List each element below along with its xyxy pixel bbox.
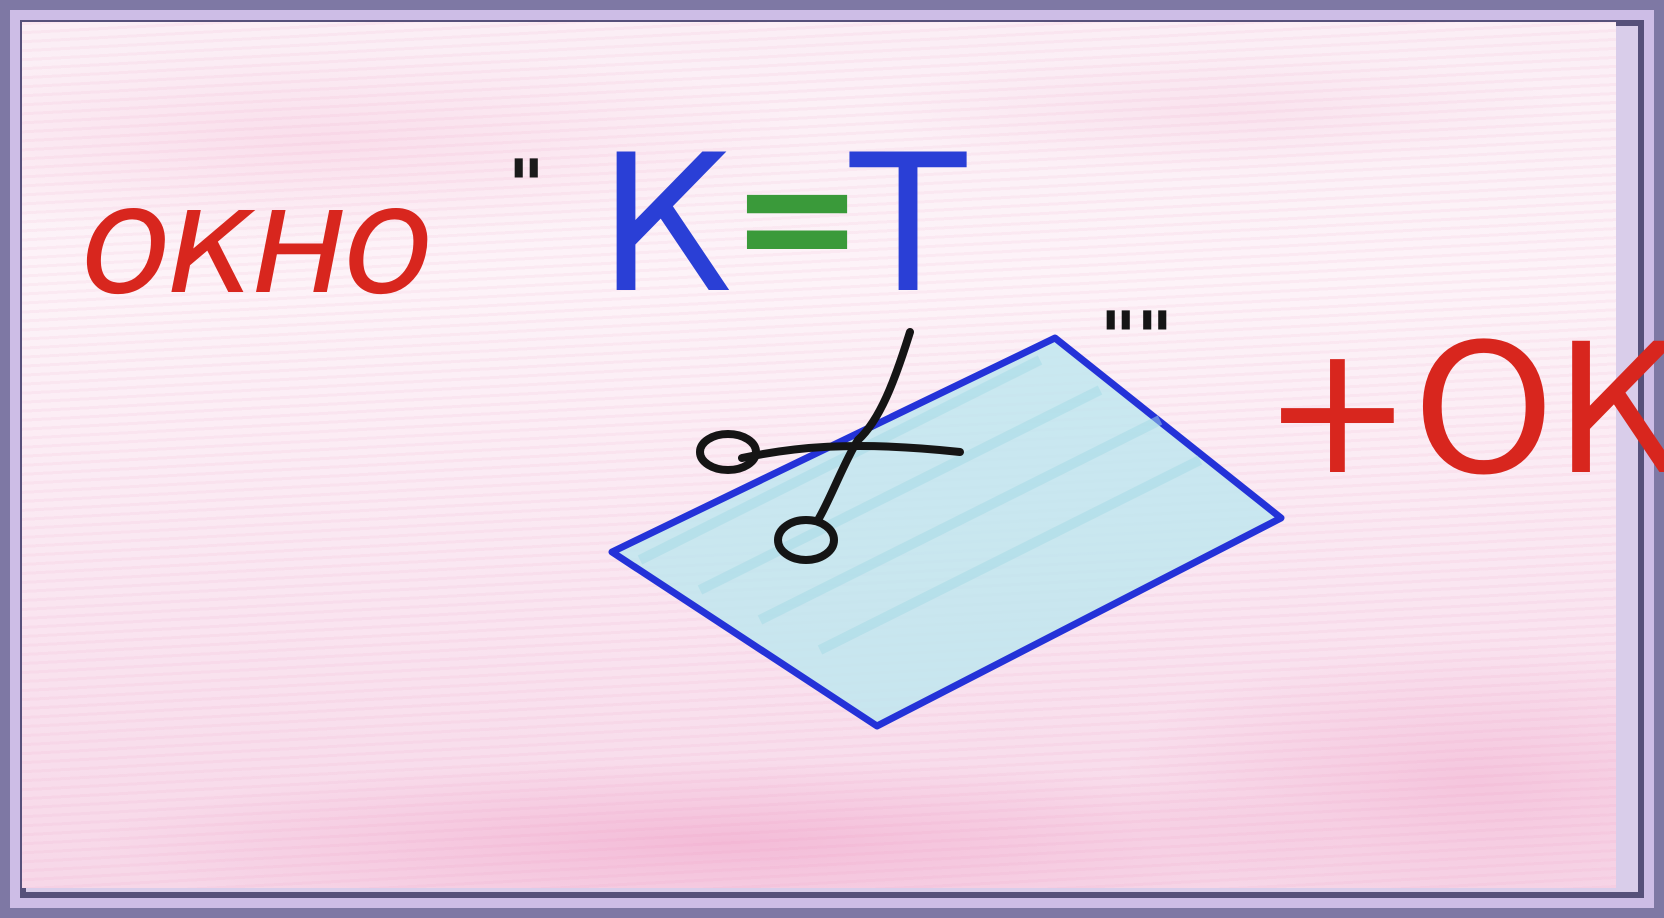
formula-equals: = bbox=[730, 123, 864, 310]
paper-quote-mark: "" bbox=[1100, 297, 1173, 379]
formula-letter-right: Т bbox=[849, 114, 967, 335]
suffix-plus-ok: +ОК bbox=[1262, 306, 1664, 515]
scissors-icon bbox=[696, 328, 964, 564]
word-quote-mark: " bbox=[508, 145, 544, 227]
paper-sheet-icon bbox=[608, 334, 1285, 730]
word-okno: окно bbox=[80, 154, 428, 328]
formula-letter-left: К bbox=[598, 114, 733, 335]
